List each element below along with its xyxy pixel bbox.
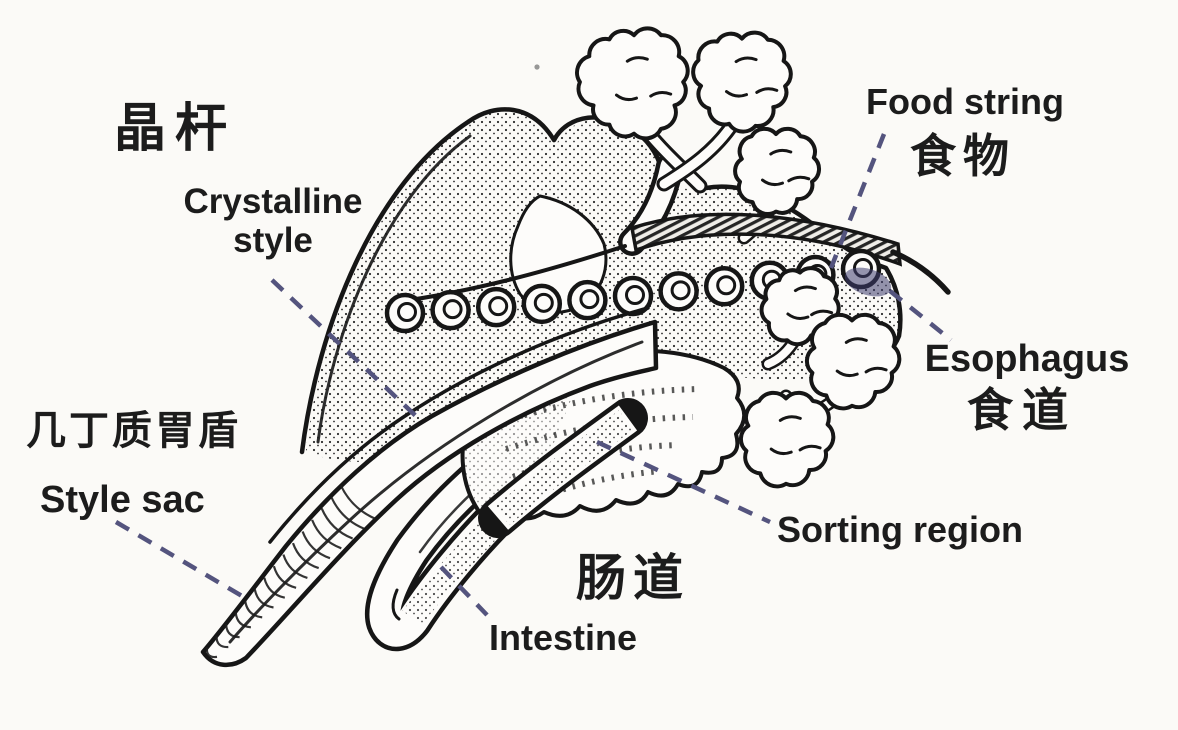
leader-crystalline-style [270,278,420,420]
label-food-string-zh: 食物 [910,130,1016,182]
label-crystalline-style-en: Crystalline style [166,182,380,260]
label-crystalline-style-en-line2: style [233,221,313,261]
leader-lines [114,133,953,617]
leader-esophagus [888,289,953,342]
label-intestine-zh: 肠道 [576,550,690,606]
label-intestine-en: Intestine [489,617,638,658]
digestive-gland-clouds-top [575,26,822,216]
label-sorting-region-en: Sorting region [777,509,1023,550]
style-sac-ribbing [205,484,376,659]
esophagus-tube [394,212,951,304]
digestive-gland-clouds-right [738,266,902,489]
label-esophagus-en: Esophagus [924,338,1130,380]
intestine-return-limb [478,398,648,538]
label-style-sac-en: Style sac [40,479,205,521]
leader-style-sac [114,520,244,598]
label-food-string-en: Food string [866,81,1064,122]
ink-shading [844,267,892,297]
leader-intestine [439,565,489,617]
leader-sorting-region [596,439,771,525]
label-crystalline-style-zh: 晶杆 [114,100,237,158]
label-style-sac-zh: 几丁质胃盾 [26,409,241,453]
label-crystalline-style-en-line1: Crystalline [183,182,363,221]
label-esophagus-zh: 食道 [967,384,1077,436]
crystalline-style-sac [200,306,659,667]
